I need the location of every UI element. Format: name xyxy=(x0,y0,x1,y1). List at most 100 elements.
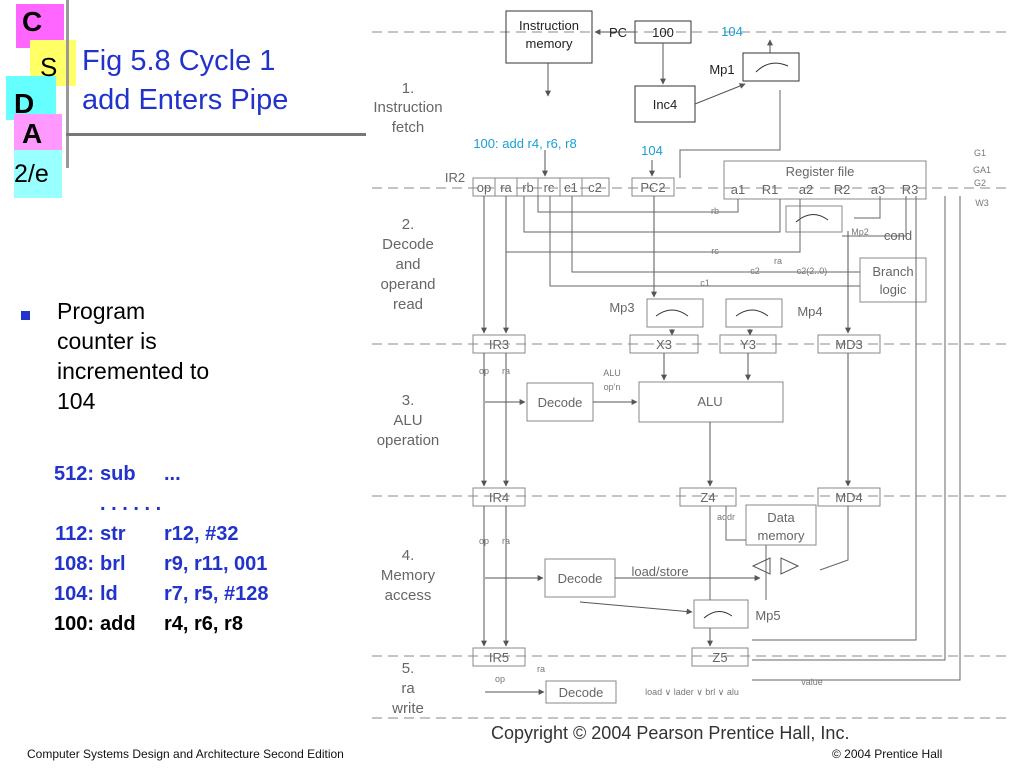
ir2-field: ra xyxy=(500,180,512,195)
signal-rb: rb xyxy=(711,206,719,216)
mux-icon xyxy=(655,62,829,619)
pc2-label: PC2 xyxy=(640,180,665,195)
stage-label: 1. xyxy=(402,80,415,97)
cond-label: cond xyxy=(884,228,912,243)
signal-c1: c1 xyxy=(700,278,710,288)
code-address: 108: xyxy=(53,553,94,575)
logo-letter-s: S xyxy=(40,52,58,82)
instruction-memory-box xyxy=(505,10,593,64)
slide-title: Fig 5.8 Cycle 1 add Enters Pipe xyxy=(82,42,362,120)
code-address: 512: xyxy=(53,463,94,485)
stage-label: read xyxy=(393,296,423,313)
stage-label: ALU xyxy=(393,412,422,429)
ir2-pc-value: 104 xyxy=(641,143,663,158)
title-line-2: add Enters Pipe xyxy=(82,84,289,116)
code-opcode: . . . . . . xyxy=(100,493,162,515)
mp1-box xyxy=(742,52,800,82)
signal-w3: W3 xyxy=(975,198,989,208)
bullet-line-1: Program xyxy=(57,298,146,324)
mp4-label: Mp4 xyxy=(797,304,822,319)
stage-divider-lines xyxy=(372,31,1010,719)
register-file-box xyxy=(723,160,927,200)
pc2-box xyxy=(631,177,675,197)
footer-right: © 2004 Prentice Hall xyxy=(832,747,943,761)
pc-value: 100 xyxy=(652,25,674,40)
logo-edition: 2/e xyxy=(14,160,49,188)
code-operands: r9, r11, 001 xyxy=(164,553,268,575)
code-opcode: ld xyxy=(100,583,118,605)
code-opcode: brl xyxy=(100,553,126,575)
md4-label: MD4 xyxy=(835,490,862,505)
y3-label: Y3 xyxy=(740,337,756,352)
code-operands: r12, #32 xyxy=(164,523,239,545)
ir2-field: op xyxy=(477,180,491,195)
ir4-op: op xyxy=(479,536,489,546)
branch-logic-box xyxy=(859,257,927,303)
stage-label: operation xyxy=(377,432,440,449)
title-vertical-rule xyxy=(66,0,69,168)
ir5-box xyxy=(472,647,526,667)
mp1-label: Mp1 xyxy=(709,62,734,77)
imem-label-2: memory xyxy=(526,36,573,51)
signal-c2-bits: c2(2..0) xyxy=(797,266,828,276)
stage-label: ra xyxy=(401,680,415,697)
code-operands: ... xyxy=(164,463,181,485)
z4-box xyxy=(679,487,737,507)
alu-op-label-1: ALU xyxy=(603,368,621,378)
branch-logic-label-2: logic xyxy=(880,282,907,297)
logo-letter-c: C xyxy=(22,6,43,37)
z5-label: Z5 xyxy=(712,650,727,665)
reg-port: R1 xyxy=(762,182,779,197)
data-memory-label-2: memory xyxy=(758,528,805,543)
md3-label: MD3 xyxy=(835,337,862,352)
stage-label: operand xyxy=(380,276,435,293)
title-line-1: Fig 5.8 Cycle 1 xyxy=(82,45,276,77)
imem-label-1: Instruction xyxy=(519,18,579,33)
signal-g1: G1 xyxy=(974,148,986,158)
ir3-ra: ra xyxy=(502,366,510,376)
z4-label: Z4 xyxy=(700,490,715,505)
md4-box xyxy=(817,487,881,507)
alu-label: ALU xyxy=(697,394,722,409)
stage-label: 5. xyxy=(402,660,415,677)
ir5-ra: ra xyxy=(537,664,545,674)
square-bullet-icon xyxy=(21,311,30,320)
signal-c2: c2 xyxy=(750,266,760,276)
code-operands: r4, r6, r8 xyxy=(164,613,243,635)
logo-block-a xyxy=(14,114,62,156)
ir3-label: IR3 xyxy=(489,337,509,352)
value-label: value xyxy=(801,677,823,687)
ir2-field: c1 xyxy=(564,180,578,195)
bullet-line-4: 104 xyxy=(57,388,96,414)
ir2-field: rb xyxy=(522,180,534,195)
mp3-box xyxy=(646,298,704,328)
ir2-label: IR2 xyxy=(445,170,465,185)
title-horizontal-rule xyxy=(66,133,366,136)
mp3-label: Mp3 xyxy=(609,300,634,315)
x3-label: X3 xyxy=(656,337,672,352)
logo-letter-d: D xyxy=(14,88,35,119)
stage-label: 4. xyxy=(402,547,415,564)
code-operands: r7, r5, #128 xyxy=(164,583,269,605)
signal-ga1: GA1 xyxy=(973,165,991,175)
ir2-instruction: 100: add r4, r6, r8 xyxy=(473,136,576,151)
reg-port: R2 xyxy=(834,182,851,197)
tristate-buffer-icon xyxy=(751,557,771,575)
bullet-text: Program counter is incremented to 104 xyxy=(57,296,277,416)
load-store-label: load/store xyxy=(631,564,688,579)
signal-g2: G2 xyxy=(974,178,986,188)
reg-port: R3 xyxy=(902,182,919,197)
data-memory-label-1: Data xyxy=(767,510,795,525)
alu-op-label-2: op'n xyxy=(604,382,621,392)
logo-letter-a: A xyxy=(22,118,43,149)
code-address: 112: xyxy=(55,523,94,545)
pc-label: PC xyxy=(609,25,627,40)
inc4-label: Inc4 xyxy=(653,97,678,112)
ir3-op: op xyxy=(479,366,489,376)
stage-label: and xyxy=(395,256,420,273)
code-opcode: add xyxy=(100,613,136,635)
reg-port: a3 xyxy=(871,182,885,197)
reg-port: a2 xyxy=(799,182,813,197)
ir3-box xyxy=(472,334,526,354)
footer-left: Computer Systems Design and Architecture… xyxy=(27,747,344,761)
